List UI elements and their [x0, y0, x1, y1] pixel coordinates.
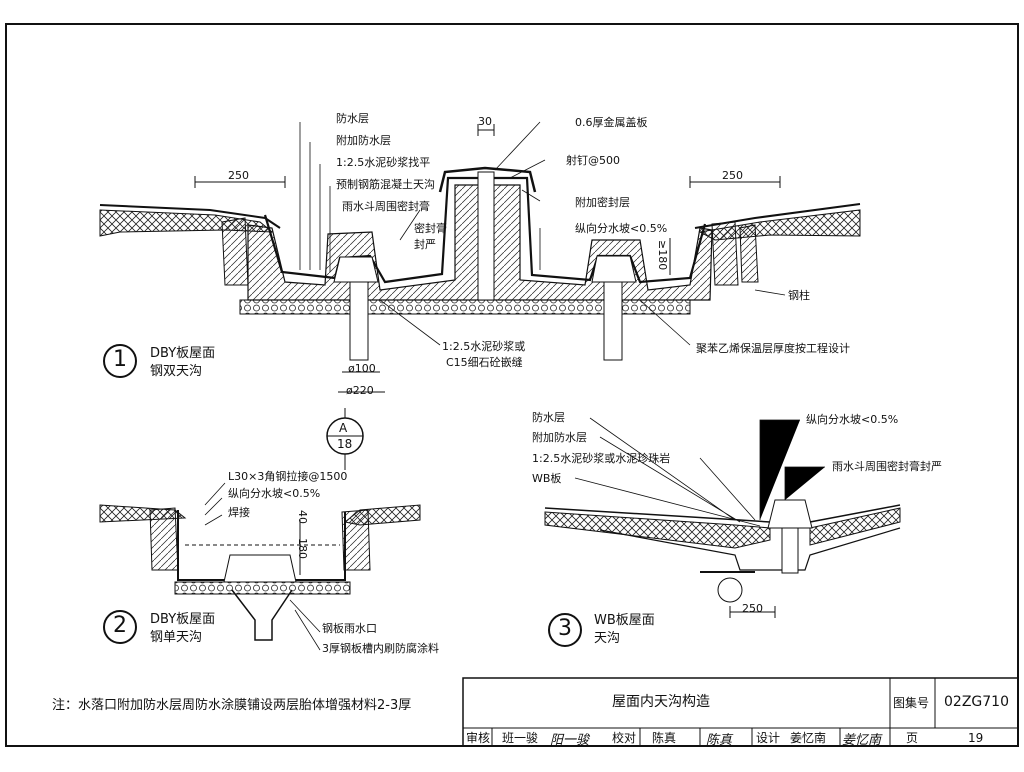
dim-width-250: 250 [742, 602, 763, 615]
reviewer-name: 班一骏 [502, 731, 539, 745]
label-slope-3: 纵向分水坡<0.5% [806, 413, 899, 426]
detail-1-number: 1 [103, 344, 137, 378]
dim-right-250: 250 [722, 169, 743, 182]
label-slope-2: 纵向分水坡<0.5% [228, 487, 321, 500]
detail-3-number: 3 [548, 613, 582, 647]
label-concrete-fill: C15细石砼嵌缝 [446, 356, 523, 369]
label-steel-column: 钢柱 [788, 289, 810, 302]
label-extra-waterproof-layer-3: 附加防水层 [532, 431, 587, 444]
label-weld: 焊接 [228, 506, 250, 519]
design-label: 设计 [756, 731, 781, 745]
title-block-frame [462, 677, 1019, 747]
label-mortar-3: 1:2.5水泥砂浆或水泥珍珠岩 [532, 452, 671, 465]
dim-diameter-220: ø220 [346, 384, 374, 397]
label-waterproof-layer-3: 防水层 [532, 411, 565, 424]
label-shooting-nail: 射钉@500 [566, 154, 620, 167]
detail-3-drawing [544, 417, 901, 618]
detail-2-caption-line2: 钢单天沟 [150, 630, 203, 645]
label-sealed: 封严 [414, 238, 436, 251]
dim-diameter-100: ø100 [348, 362, 376, 375]
label-slope: 纵向分水坡<0.5% [575, 222, 668, 235]
page-label: 页 [906, 731, 919, 745]
dim-height-40: 40 [296, 510, 309, 524]
label-angle-steel: L30×3角钢拉接@1500 [228, 470, 348, 483]
label-drain-seal-3: 雨水斗周围密封膏封严 [832, 460, 942, 473]
atlas-number: 02ZG710 [944, 694, 1009, 710]
label-metal-cover: 0.6厚金属盖板 [575, 116, 648, 129]
detail-3-caption-line2: 天沟 [594, 631, 621, 646]
atlas-label: 图集号 [893, 696, 930, 710]
label-precast-gutter: 预制钢筋混凝土天沟 [336, 178, 435, 191]
dim-height-180: ≥180 [656, 240, 669, 271]
label-insulation: 聚苯乙烯保温层厚度按工程设计 [696, 342, 850, 355]
callout-letter: A [339, 421, 348, 435]
checker-signature: 陈真 [706, 733, 733, 748]
page-number: 19 [968, 731, 984, 745]
designer-signature: 姜忆南 [842, 733, 882, 748]
label-mortar-leveling: 1:2.5水泥砂浆找平 [336, 156, 431, 169]
label-mortar-fill: 1:2.5水泥砂浆或 [442, 340, 526, 353]
label-sealant: 密封膏 [414, 222, 447, 235]
dim-height-180-2: 180 [296, 538, 309, 559]
dim-left-250: 250 [228, 169, 249, 182]
detail-2-drawing [99, 482, 421, 651]
label-waterproof-layer: 防水层 [336, 112, 369, 125]
review-label: 审核 [466, 731, 491, 745]
label-extra-waterproof-layer: 附加防水层 [336, 134, 391, 147]
reviewer-signature: 阳一骏 [550, 733, 590, 748]
drawing-note: 注：水落口附加防水层周防水涂膜铺设两层胎体增强材料2-3厚 [52, 698, 412, 713]
detail-1-drawing [99, 121, 861, 393]
label-drain-seal: 雨水斗周围密封膏 [342, 200, 430, 213]
section-callout [326, 408, 364, 470]
dim-top-30: 30 [478, 115, 492, 128]
label-extra-seal-layer: 附加密封层 [575, 196, 630, 209]
detail-1-caption-line2: 钢双天沟 [150, 364, 203, 379]
callout-sheet: 18 [337, 437, 353, 451]
label-steel-drain: 钢板雨水口 [322, 622, 377, 635]
drawing-title: 屋面内天沟构造 [612, 694, 710, 710]
detail-1-caption-line1: DBY板屋面 [150, 346, 216, 361]
label-anticorrosion-paint: 3厚钢板槽内刷防腐涂料 [322, 642, 439, 655]
checker-name: 陈真 [652, 731, 677, 745]
detail-3-caption-line1: WB板屋面 [594, 613, 655, 628]
label-wb-board: WB板 [532, 472, 562, 485]
designer-name: 姜忆南 [790, 731, 827, 745]
check-label: 校对 [612, 731, 637, 745]
detail-2-caption-line1: DBY板屋面 [150, 612, 216, 627]
detail-2-number: 2 [103, 610, 137, 644]
